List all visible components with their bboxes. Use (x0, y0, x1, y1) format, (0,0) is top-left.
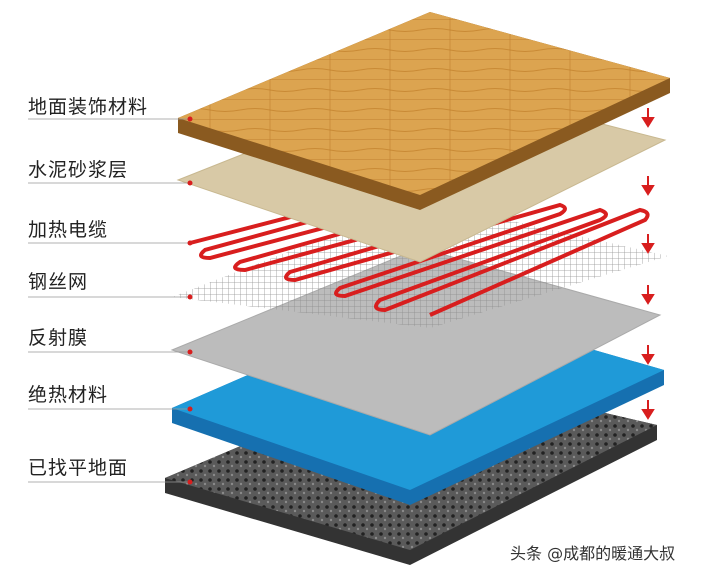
heating-cable (189, 187, 650, 317)
down-arrow-icon (641, 234, 655, 254)
leader-lines (28, 118, 190, 483)
label-insulation: 绝热材料 (28, 384, 109, 406)
decorative-floor-layer (178, 12, 670, 210)
down-arrow-icons (641, 108, 655, 420)
down-arrow-icon (641, 176, 655, 196)
steel-mesh-layer (172, 200, 668, 328)
label-leveled-ground: 已找平地面 (28, 457, 129, 479)
leader-dots (187, 116, 193, 485)
down-arrow-icon (641, 285, 655, 305)
down-arrow-icon (641, 400, 655, 420)
label-decorative-floor: 地面装饰材料 (28, 96, 149, 118)
label-heating-cable: 加热电缆 (28, 219, 109, 241)
watermark: 头条 @成都的暖通大叔 (510, 544, 676, 563)
label-steel-mesh: 钢丝网 (28, 271, 89, 293)
label-reflective-film: 反射膜 (28, 327, 89, 349)
down-arrow-icon (641, 108, 655, 128)
label-cement-mortar: 水泥砂浆层 (28, 159, 129, 181)
down-arrow-icon (641, 345, 655, 365)
